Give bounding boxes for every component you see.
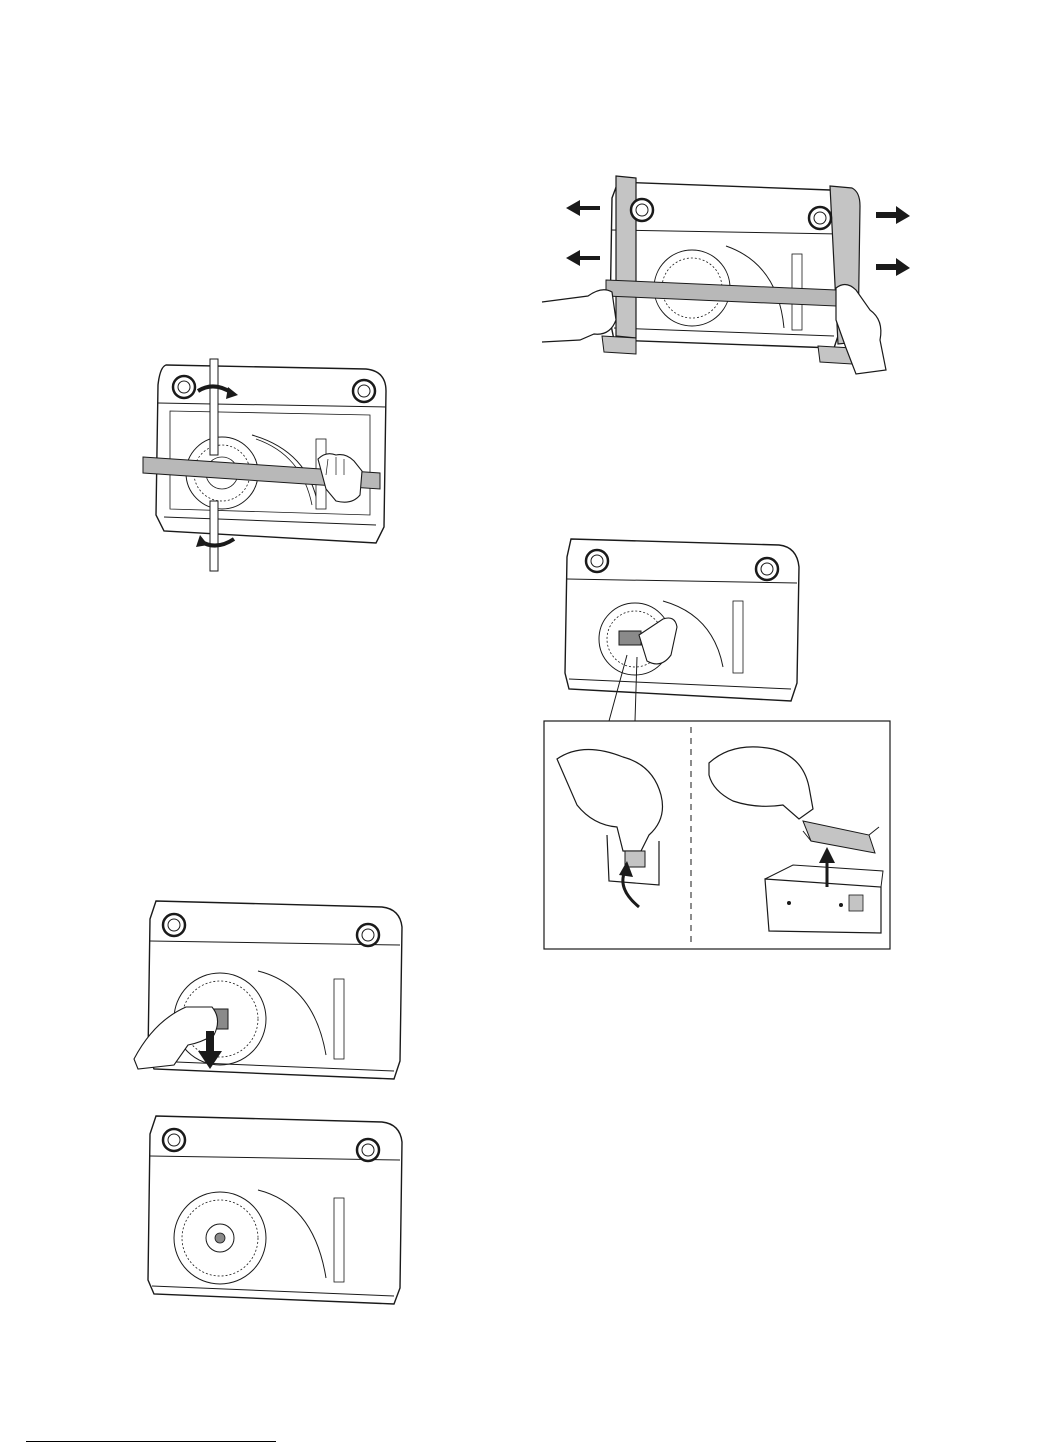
arrow-right-icon (876, 206, 910, 224)
knob-icon (357, 1139, 379, 1161)
figure-remove-bracket (543, 535, 893, 955)
figure-fan-uncovered (130, 1110, 410, 1310)
hand-left-icon (542, 290, 616, 342)
arrow-right-icon (876, 258, 910, 276)
knob-icon (163, 1129, 185, 1151)
knob-icon (163, 914, 185, 936)
knob-icon (809, 207, 831, 229)
footer-rule (26, 1441, 276, 1442)
figure-pull-side-panels (540, 170, 920, 380)
knob-icon (353, 380, 375, 402)
figure-rotate-rods (140, 355, 400, 580)
arrow-left-icon (566, 250, 600, 266)
knob-icon (173, 376, 195, 398)
arrow-left-icon (566, 200, 600, 216)
knob-icon (631, 199, 653, 221)
figure-pull-down-part (130, 895, 410, 1085)
knob-icon (756, 558, 778, 580)
knob-icon (586, 550, 608, 572)
knob-icon (357, 924, 379, 946)
